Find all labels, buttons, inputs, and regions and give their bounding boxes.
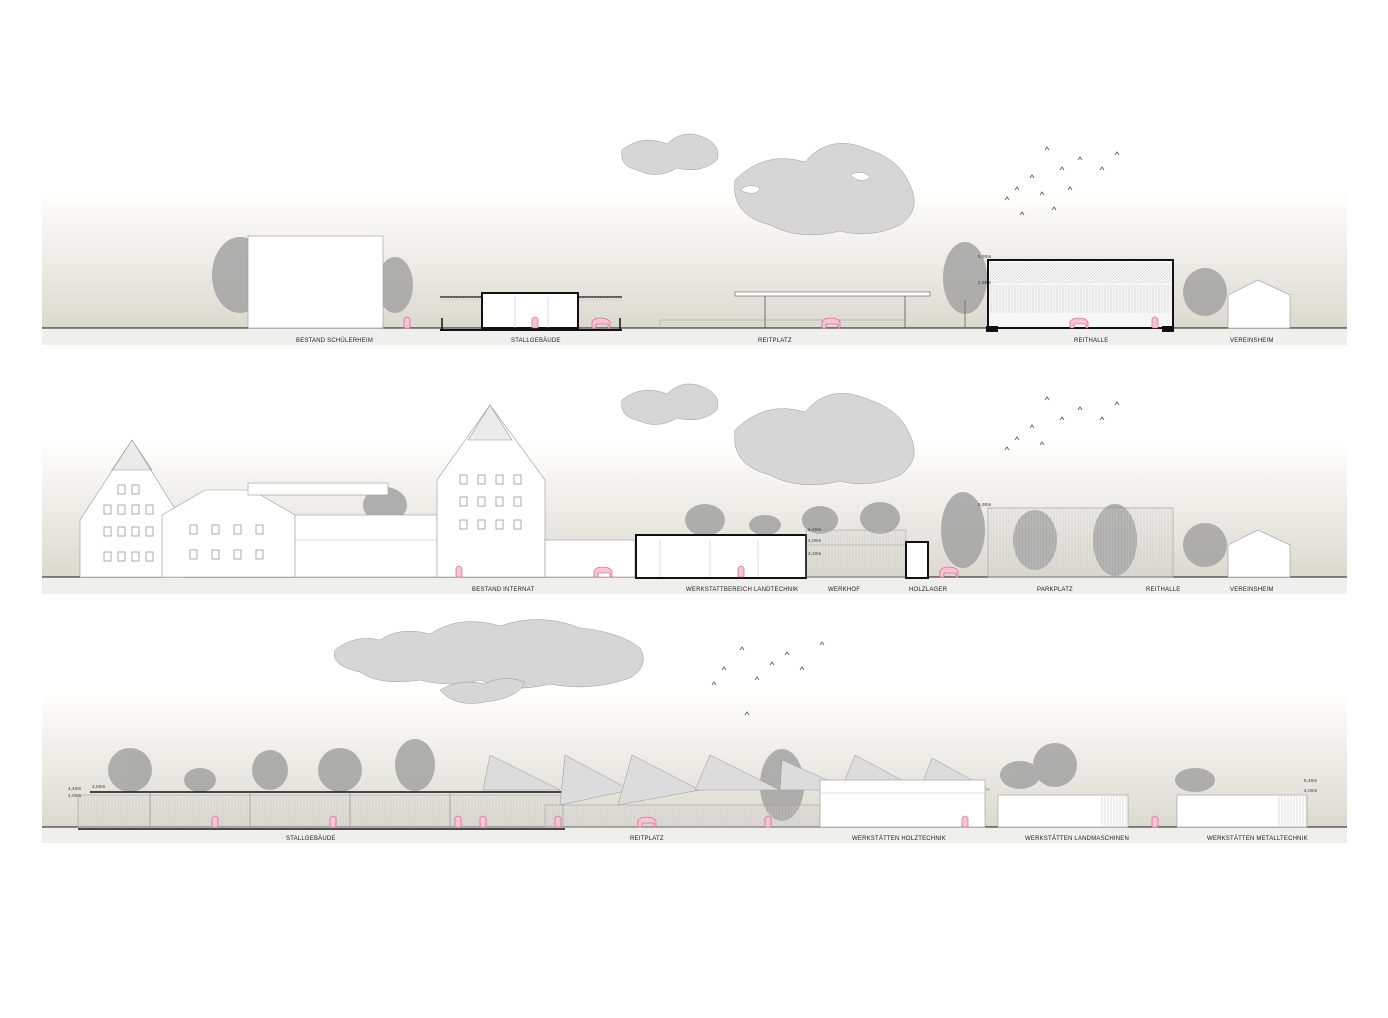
building-reithalle — [986, 259, 1174, 332]
dimension-label: 4,00m — [1304, 788, 1318, 793]
birds — [711, 641, 825, 716]
label-werkstaetten-landmaschinen: WERKSTÄTTEN LANDMASCHINEN — [1025, 835, 1129, 842]
figures — [455, 565, 959, 578]
birds — [1004, 396, 1120, 451]
label-stallgebaeude: STALLGEBÄUDE — [286, 835, 336, 842]
building-werkstaetten-holztechnik — [819, 779, 986, 828]
label-parkplatz: PARKPLATZ — [1037, 587, 1073, 593]
dimension-label: 5,90m — [978, 254, 992, 259]
figures — [211, 815, 1159, 828]
cloud — [334, 619, 644, 704]
dimension-label: 3,40m — [808, 551, 822, 556]
label-reithalle: REITHALLE — [1146, 587, 1180, 593]
label-reitplatz: REITPLATZ — [630, 836, 664, 842]
section-1: 5,90m 2,95m BESTAND SCHÜLERHEIM STALLGEB… — [42, 133, 1347, 345]
building-vereinsheim — [1227, 279, 1291, 329]
cloud — [621, 383, 915, 485]
section-2: 6,40m 4,00m 3,40m 5,90m BESTAND INTERNAT… — [42, 383, 1347, 594]
building-reithalle — [987, 507, 1174, 578]
dimension-label: 2,95m — [978, 280, 992, 285]
label-holzlager: HOLZLAGER — [909, 587, 948, 593]
dimension-label: 4,00m — [808, 538, 822, 543]
dimension-label: 4,00m — [68, 793, 82, 798]
label-reitplatz: REITPLATZ — [758, 338, 792, 344]
cloud — [621, 133, 915, 235]
label-bestand-schuelerheim: BESTAND SCHÜLERHEIM — [296, 337, 373, 344]
dimension-label: 5,90m — [978, 502, 992, 507]
dimension-label: 5,40m — [1304, 778, 1318, 783]
building-werkstatt-landtechnik — [635, 529, 929, 579]
label-vereinsheim: VEREINSHEIM — [1230, 587, 1274, 593]
section-3-ground-strip — [42, 828, 1347, 843]
section-2-ground-strip — [42, 578, 1347, 594]
dimension-label: 3,50m — [92, 784, 106, 789]
label-vereinsheim: VEREINSHEIM — [1230, 338, 1274, 344]
figures — [403, 316, 1159, 329]
dimension-label: 4,40m — [68, 786, 82, 791]
building-bestand-internat — [79, 404, 636, 578]
building-stallgebaeude — [440, 292, 622, 331]
label-werkstaetten-holztechnik: WERKSTÄTTEN HOLZTECHNIK — [852, 835, 946, 842]
label-reithalle: REITHALLE — [1074, 338, 1108, 344]
label-werkstaetten-metalltechnik: WERKSTÄTTEN METALLTECHNIK — [1207, 835, 1308, 842]
gate — [1277, 795, 1307, 827]
section-3: 4,40m 4,00m 3,50m 5,40m 4,00m — [42, 619, 1347, 843]
building-schuelerheim — [247, 235, 384, 329]
label-bestand-internat: BESTAND INTERNAT — [472, 587, 534, 593]
building-vereinsheim — [1227, 529, 1291, 578]
dimension-label: 6,40m — [808, 527, 822, 532]
section-1-ground-strip — [42, 329, 1347, 345]
windows — [103, 474, 522, 562]
label-stallgebaeude: STALLGEBÄUDE — [511, 337, 561, 344]
gate — [1100, 795, 1128, 827]
label-werkhof: WERKHOF — [828, 587, 860, 593]
canopy-reitplatz — [659, 291, 931, 328]
label-werkstattbereich-landtechnik: WERKSTATTBEREICH LANDTECHNIK — [686, 587, 798, 593]
birds — [1004, 146, 1120, 216]
